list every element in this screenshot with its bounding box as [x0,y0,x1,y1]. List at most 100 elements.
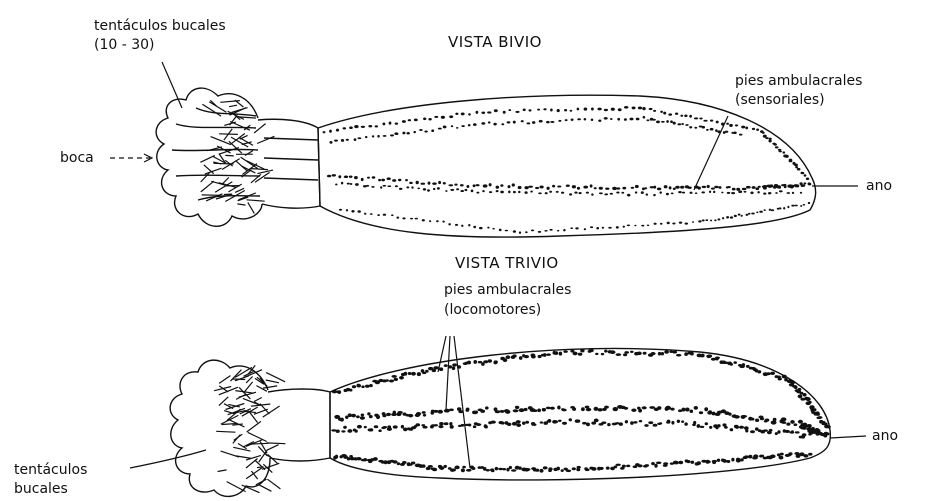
ambulacral-foot [768,139,771,142]
ambulacral-foot [499,410,504,413]
ambulacral-foot [778,186,781,189]
ambulacral-foot [750,430,755,433]
ambulacral-foot [671,421,674,425]
ambulacral-foot [371,186,374,188]
ambulacral-foot [705,422,708,425]
ambulacral-foot [383,214,386,216]
ambulacral-foot [530,191,532,193]
ambulacral-foot [417,372,421,376]
ambulacral-foot [532,121,535,124]
ambulacral-foot [354,125,358,128]
ambulacral-foot [524,186,528,189]
ambulacral-foot [795,166,798,168]
ambulacral-foot [661,352,664,355]
ambulacral-foot [608,227,611,229]
bottom-feet-leader-3 [454,336,470,468]
ambulacral-foot [546,353,551,356]
ambulacral-foot [734,215,737,217]
ambulacral-foot [712,460,717,463]
ambulacral-foot [570,110,573,112]
ambulacral-foot [584,108,588,111]
ambulacral-foot [571,119,574,121]
ambulacral-foot [488,359,492,362]
ambulacral-foot [556,467,560,471]
ambulacral-foot [690,352,694,356]
ambulacral-foot [505,230,509,232]
ambulacral-foot [411,462,416,465]
ambulacral-foot [341,182,343,185]
tentacle-stroke [246,468,262,479]
ambulacral-foot [697,187,700,190]
tentacle-stroke [243,398,259,404]
ambulacral-foot [433,188,435,190]
ambulacral-foot [542,408,546,412]
ambulacral-foot [660,223,663,225]
ambulacral-foot [456,188,459,190]
bottom-ambulacral-dots [331,349,831,473]
ambulacral-foot [695,192,698,194]
ambulacral-foot [528,186,533,188]
ambulacral-foot [389,122,392,125]
ambulacral-foot [513,191,516,193]
ambulacral-foot [596,227,599,229]
ambulacral-foot [744,191,747,193]
ambulacral-foot [402,132,405,135]
ambulacral-foot [394,378,398,381]
ambulacral-foot [586,192,589,194]
ambulacral-foot [496,190,499,192]
ambulacral-foot [361,414,365,417]
ambulacral-foot [770,454,776,458]
ambulacral-foot [755,419,759,423]
ambulacral-foot [660,111,663,113]
ambulacral-foot [675,461,679,464]
ambulacral-foot [706,460,710,463]
ambulacral-foot [386,413,391,416]
ambulacral-foot [354,138,357,141]
ambulacral-foot [624,407,628,410]
bottom-tentacle-strokes [214,365,285,492]
ambulacral-foot [524,408,528,411]
ambulacral-foot [667,222,670,225]
top-feet-label-line2: (sensoriales) [735,92,825,109]
ambulacral-foot [616,226,619,229]
ambulacral-foot [779,456,784,460]
ambulacral-foot [815,413,820,415]
ambulacral-foot [721,192,723,194]
ambulacral-foot [778,377,782,380]
ambulacral-foot [468,124,471,126]
ambulacral-foot [630,351,634,353]
ambulacral-foot [624,351,629,354]
ambulacral-foot [769,429,773,432]
ambulacral-foot [443,125,447,128]
ambulacral-foot [370,213,373,215]
ambulacral-foot [468,113,471,115]
bottom-feet-label-line2: (locomotores) [444,302,541,319]
tentacle-stroke [219,183,236,188]
ambulacral-foot [455,224,458,226]
ambulacral-foot [803,204,806,206]
ambulacral-foot [692,221,694,223]
bottom-anus-label: ano [872,428,898,445]
ambulacral-foot [471,190,474,193]
ambulacral-foot [445,190,447,192]
ambulacral-foot [455,113,458,115]
ambulacral-foot [585,406,590,409]
ambulacral-foot [545,192,548,194]
ambulacral-foot [554,351,558,355]
ambulacral-foot [494,360,498,363]
ambulacral-foot [481,112,485,115]
ambulacral-foot [548,419,552,423]
ambulacral-foot [386,379,389,382]
ambulacral-foot [599,192,603,194]
ambulacral-foot [794,205,798,207]
ambulacral-foot [508,109,511,111]
ambulacral-foot [577,466,581,469]
ambulacral-foot [361,385,364,388]
ambulacral-foot [763,429,768,431]
ambulacral-foot [773,143,776,145]
ambulacral-foot [710,128,714,131]
ambulacral-foot [566,469,572,472]
ambulacral-foot [415,218,418,220]
ambulacral-foot [543,353,547,357]
